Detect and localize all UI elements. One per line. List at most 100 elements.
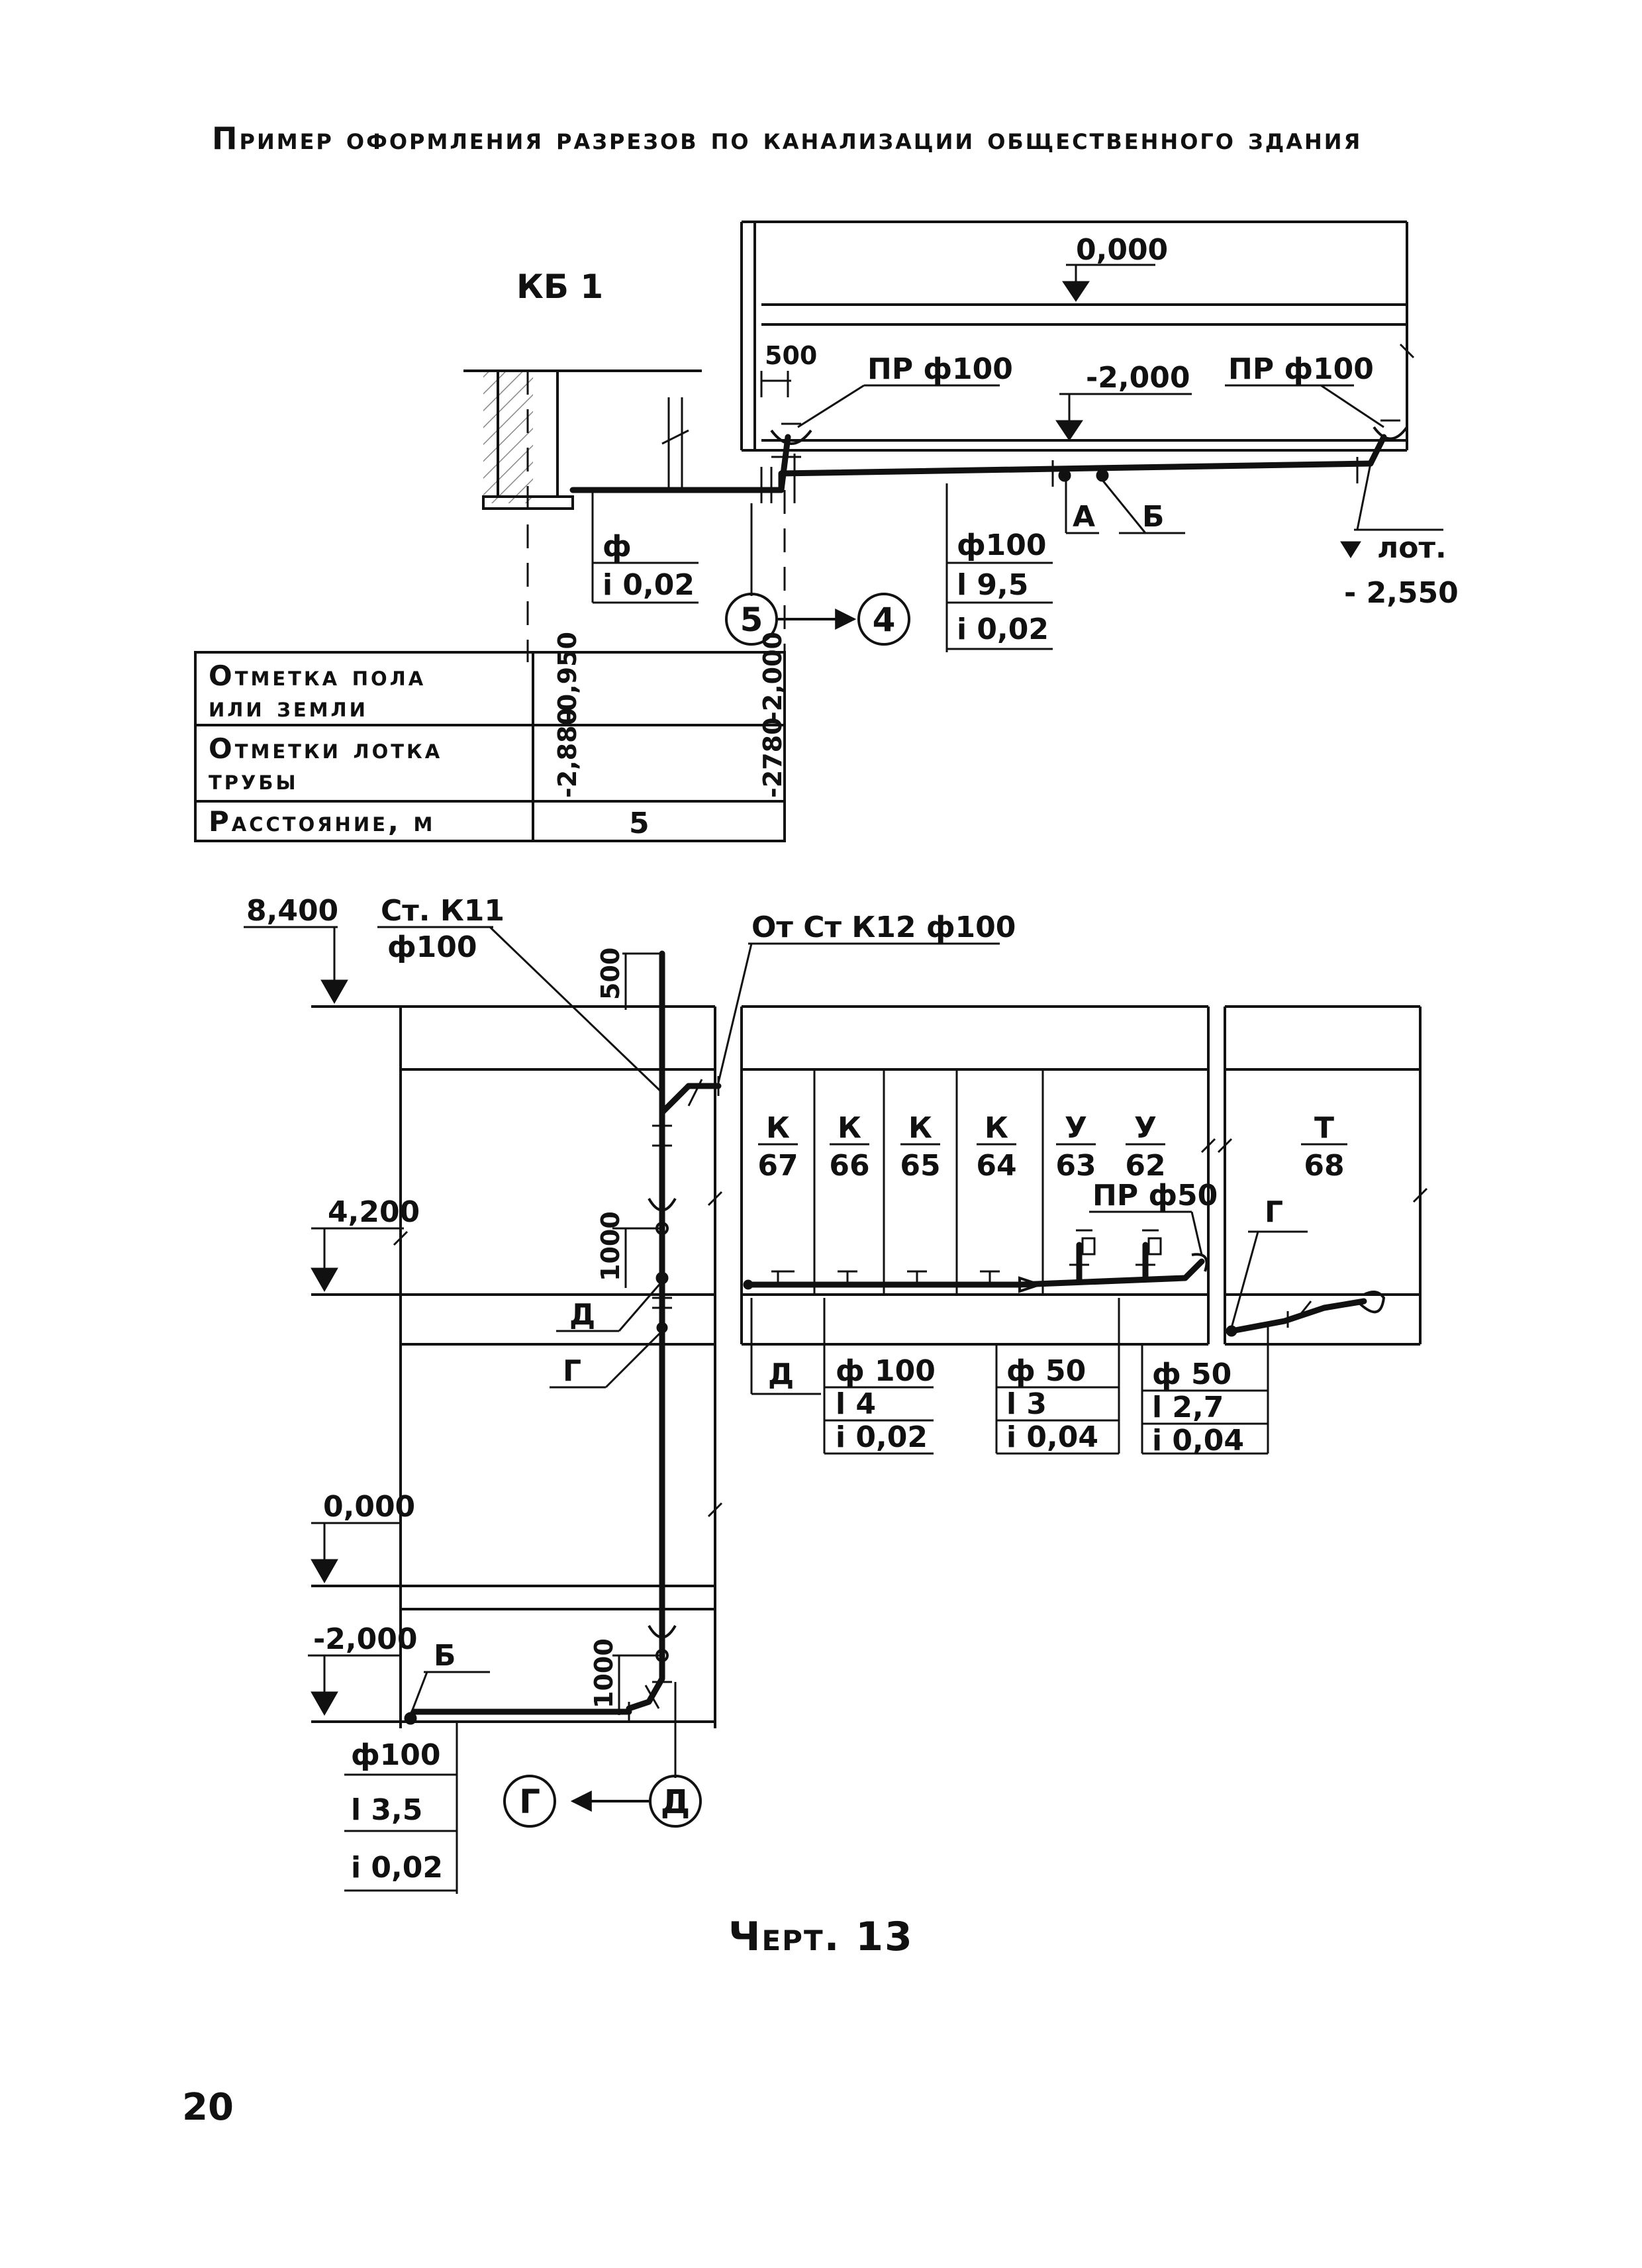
tray-value: - 2,550 — [1344, 576, 1459, 610]
row1-value-left: -0,950 — [553, 632, 582, 722]
row2-value-right: -2780 — [758, 717, 787, 798]
node-4-label: 4 — [873, 601, 896, 639]
figure-caption: Черт. 13 — [728, 1914, 914, 1960]
elevation-marker-icon — [311, 1559, 338, 1584]
cleanout-right-label: ПР ф100 — [1228, 352, 1374, 386]
point-b-label: Б — [1142, 500, 1165, 534]
bottom-spec-length: l 3,5 — [351, 1793, 422, 1827]
point-b-lower-label: Б — [434, 1639, 456, 1673]
elev-4200: 4,200 — [328, 1195, 420, 1229]
fixture-62-type: У — [1134, 1111, 1157, 1145]
cleanout-riser-upper-icon — [648, 1197, 677, 1212]
well-label: КБ 1 — [516, 268, 603, 306]
elev-2000-lower: -2,000 — [313, 1622, 417, 1656]
elev-2000-upper: -2,000 — [1086, 361, 1190, 395]
dim-1000-lower: 1000 — [589, 1638, 618, 1708]
spec3-slope: i 0,04 — [1152, 1424, 1244, 1457]
row2-label-line2: трубы — [209, 764, 299, 796]
riser-k11 — [626, 950, 665, 1712]
dim-500-upper: 500 — [765, 341, 817, 370]
spec3-length: l 2,7 — [1152, 1391, 1224, 1424]
point-b-node — [1096, 469, 1109, 482]
page-title: Пример оформления разрезов по канализаци… — [212, 121, 1363, 156]
basement-pipe — [407, 1708, 632, 1722]
node-4-circle — [857, 593, 910, 646]
spec1-length: l 4 — [836, 1387, 876, 1421]
fixture-62-num: 62 — [1125, 1149, 1165, 1183]
fixture-66-type: К — [838, 1111, 861, 1145]
row1-value-right: -2,000 — [758, 632, 787, 722]
row3-label: Расстояние, м — [209, 805, 435, 838]
node-d-circle — [649, 1775, 702, 1828]
trap-icon — [1356, 1291, 1386, 1314]
spec3-dia: ф 50 — [1152, 1357, 1232, 1391]
dim-500-riser: 500 — [596, 948, 625, 1000]
riser-dia: ф100 — [387, 930, 477, 964]
lower-section: 8,400 4,200 0,000 -2,000 — [244, 894, 1428, 1894]
elev-0000-lower: 0,000 — [323, 1490, 415, 1524]
elev-0000-upper: 0,000 — [1076, 233, 1168, 267]
node-5-label: 5 — [740, 601, 763, 639]
point-g-node — [656, 1322, 668, 1334]
spec2-dia: ф 50 — [1006, 1354, 1086, 1388]
dim-1000-upper: 1000 — [596, 1211, 625, 1281]
row2-value-left: -2,880 — [553, 708, 582, 798]
tray-label: лот. — [1377, 531, 1447, 565]
cleanout-left-label: ПР ф100 — [867, 352, 1013, 386]
elevation-table: Отметка пола или земли Отметки лотка тру… — [194, 632, 787, 842]
main-spec-slope: i 0,02 — [957, 613, 1049, 646]
point-a-node — [1058, 469, 1071, 482]
fixture-64-num: 64 — [976, 1149, 1016, 1183]
cleanout-50-icon — [1191, 1253, 1208, 1272]
bottom-spec-dia: ф100 — [351, 1738, 441, 1772]
elevation-marker-icon — [311, 1691, 338, 1716]
spec2-slope: i 0,04 — [1006, 1420, 1098, 1454]
from-riser-label: От Ст К12 ф100 — [751, 911, 1016, 944]
elevation-marker-icon — [1062, 281, 1090, 302]
fixture-labels: К 67 К 66 К 65 К 64 У 63 У 62 Т 68 — [757, 1111, 1347, 1183]
fixture-65-type: К — [908, 1111, 932, 1145]
upper-section: КБ 1 0,000 -2,000 500 — [194, 221, 1459, 842]
main-spec-dia: ф100 — [957, 528, 1047, 562]
point-g2-label: Г — [1265, 1195, 1283, 1229]
fixture-68-num: 68 — [1304, 1149, 1344, 1183]
fixture-63-num: 63 — [1055, 1149, 1096, 1183]
node-g-label: Г — [519, 1783, 540, 1821]
spec-d-label: Д — [768, 1357, 794, 1391]
elevation-marker-icon — [1055, 420, 1083, 441]
node-5-circle — [725, 593, 778, 646]
row1-label-line1: Отметка пола — [209, 660, 426, 692]
bottom-spec-slope: i 0,02 — [351, 1851, 443, 1885]
fixture-67-num: 67 — [757, 1149, 798, 1183]
elevation-marker-icon — [311, 1267, 338, 1293]
cleanout-right-icon — [1373, 426, 1408, 440]
row2-label-line1: Отметки лотка — [209, 732, 442, 765]
point-g-label: Г — [563, 1354, 581, 1388]
branch-t68 — [1228, 1298, 1367, 1334]
outlet-spec-dia: ф — [603, 530, 632, 564]
fixture-67-type: К — [766, 1111, 790, 1145]
row1-label-line2: или земли — [209, 691, 368, 723]
cleanout-50-label: ПР ф50 — [1092, 1179, 1218, 1212]
point-d-label: Д — [569, 1298, 595, 1332]
row3-value: 5 — [629, 807, 650, 840]
page-number: 20 — [182, 2086, 234, 2129]
main-spec-length: l 9,5 — [957, 568, 1028, 602]
elevation-marker-icon — [320, 979, 348, 1005]
outlet-pipe — [569, 460, 1374, 493]
riser-name: Ст. К11 — [381, 894, 505, 928]
spec1-slope: i 0,02 — [836, 1420, 928, 1454]
cleanout-left-icon — [770, 429, 812, 445]
fixture-68-type: Т — [1314, 1111, 1334, 1145]
node-g-circle — [503, 1775, 556, 1828]
fixture-66-num: 66 — [829, 1149, 869, 1183]
point-d-node — [655, 1271, 669, 1285]
elev-8400: 8,400 — [246, 894, 338, 928]
fixture-63-type: У — [1065, 1111, 1087, 1145]
spec1-dia: ф 100 — [836, 1354, 936, 1388]
cleanout-riser-lower-icon — [648, 1624, 677, 1639]
outlet-spec-slope: i 0,02 — [603, 568, 695, 602]
fixture-64-type: К — [985, 1111, 1008, 1145]
